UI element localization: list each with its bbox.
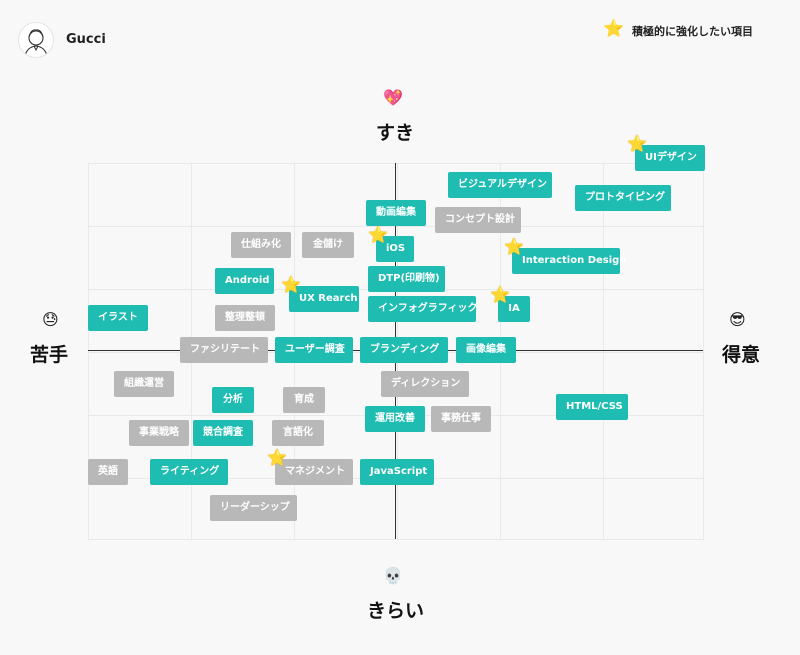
- skill-tag: 競合調査: [193, 420, 253, 446]
- skill-tag: ライティング: [150, 459, 228, 485]
- skill-tag: リーダーシップ: [210, 495, 297, 521]
- skill-tag: ブランディング: [360, 337, 448, 363]
- legend-label: 積極的に強化したい項目: [632, 25, 753, 38]
- skill-tag: JavaScript: [360, 459, 434, 485]
- axis-top-label: すき: [376, 122, 415, 144]
- skill-tag: iOS: [376, 236, 414, 262]
- username: Gucci: [66, 32, 106, 47]
- skill-tag: UIデザイン: [635, 145, 705, 171]
- star-icon: ⭐: [603, 19, 625, 39]
- star-icon: ⭐: [490, 285, 510, 304]
- skill-tag: ビジュアルデザイン: [448, 172, 552, 198]
- skill-tag: マネジメント: [275, 459, 353, 485]
- sunglasses-face-icon: 😎: [729, 310, 746, 329]
- skill-tag: 運用改善: [365, 406, 425, 432]
- skull-icon: 💀: [383, 566, 403, 585]
- user-portrait-icon: [24, 29, 48, 57]
- skill-tag: 組織運営: [114, 371, 174, 397]
- skill-tag: HTML/CSS: [556, 394, 628, 420]
- heart-icon: 💖: [383, 88, 403, 107]
- skill-tag: 事業戦略: [129, 420, 189, 446]
- skill-tag: コンセプト設計: [435, 207, 521, 233]
- star-icon: ⭐: [281, 275, 301, 294]
- skill-tag: 英語: [88, 459, 128, 485]
- skill-tag: ファシリテート: [180, 337, 268, 363]
- skill-tag: ディレクション: [381, 371, 469, 397]
- skill-tag: インフォグラフィック: [368, 296, 478, 322]
- skill-tag: 金儲け: [302, 232, 354, 258]
- star-icon: ⭐: [368, 225, 388, 244]
- skill-tag: イラスト: [88, 305, 148, 331]
- axis-right-label: 得意: [722, 344, 761, 366]
- star-icon: ⭐: [504, 237, 524, 256]
- skill-tag: プロトタイピング: [575, 185, 671, 211]
- avatar: [18, 22, 54, 58]
- skill-tag: 育成: [283, 387, 325, 413]
- skill-tag: UX Rearch: [289, 286, 359, 312]
- skill-tag: DTP(印刷物): [368, 266, 445, 292]
- skill-tag: 動画編集: [366, 200, 426, 226]
- skill-tag: Interaction Design: [512, 248, 626, 274]
- skill-tag: 言語化: [272, 420, 324, 446]
- skill-tag: Android: [215, 268, 274, 294]
- sweat-face-icon: 😓: [42, 310, 59, 329]
- star-icon: ⭐: [267, 448, 287, 467]
- skill-tag: 仕組み化: [231, 232, 291, 258]
- axis-left-label: 苦手: [30, 344, 69, 366]
- skill-tag: 分析: [212, 387, 254, 413]
- star-icon: ⭐: [627, 134, 647, 153]
- skill-tag: 整理整頓: [215, 305, 275, 331]
- skill-tag: 画像編集: [456, 337, 516, 363]
- skill-tag: IA: [498, 296, 530, 322]
- skill-tag: 事務仕事: [431, 406, 491, 432]
- skill-tag: ユーザー調査: [275, 337, 353, 363]
- axis-bottom-label: きらい: [367, 600, 425, 622]
